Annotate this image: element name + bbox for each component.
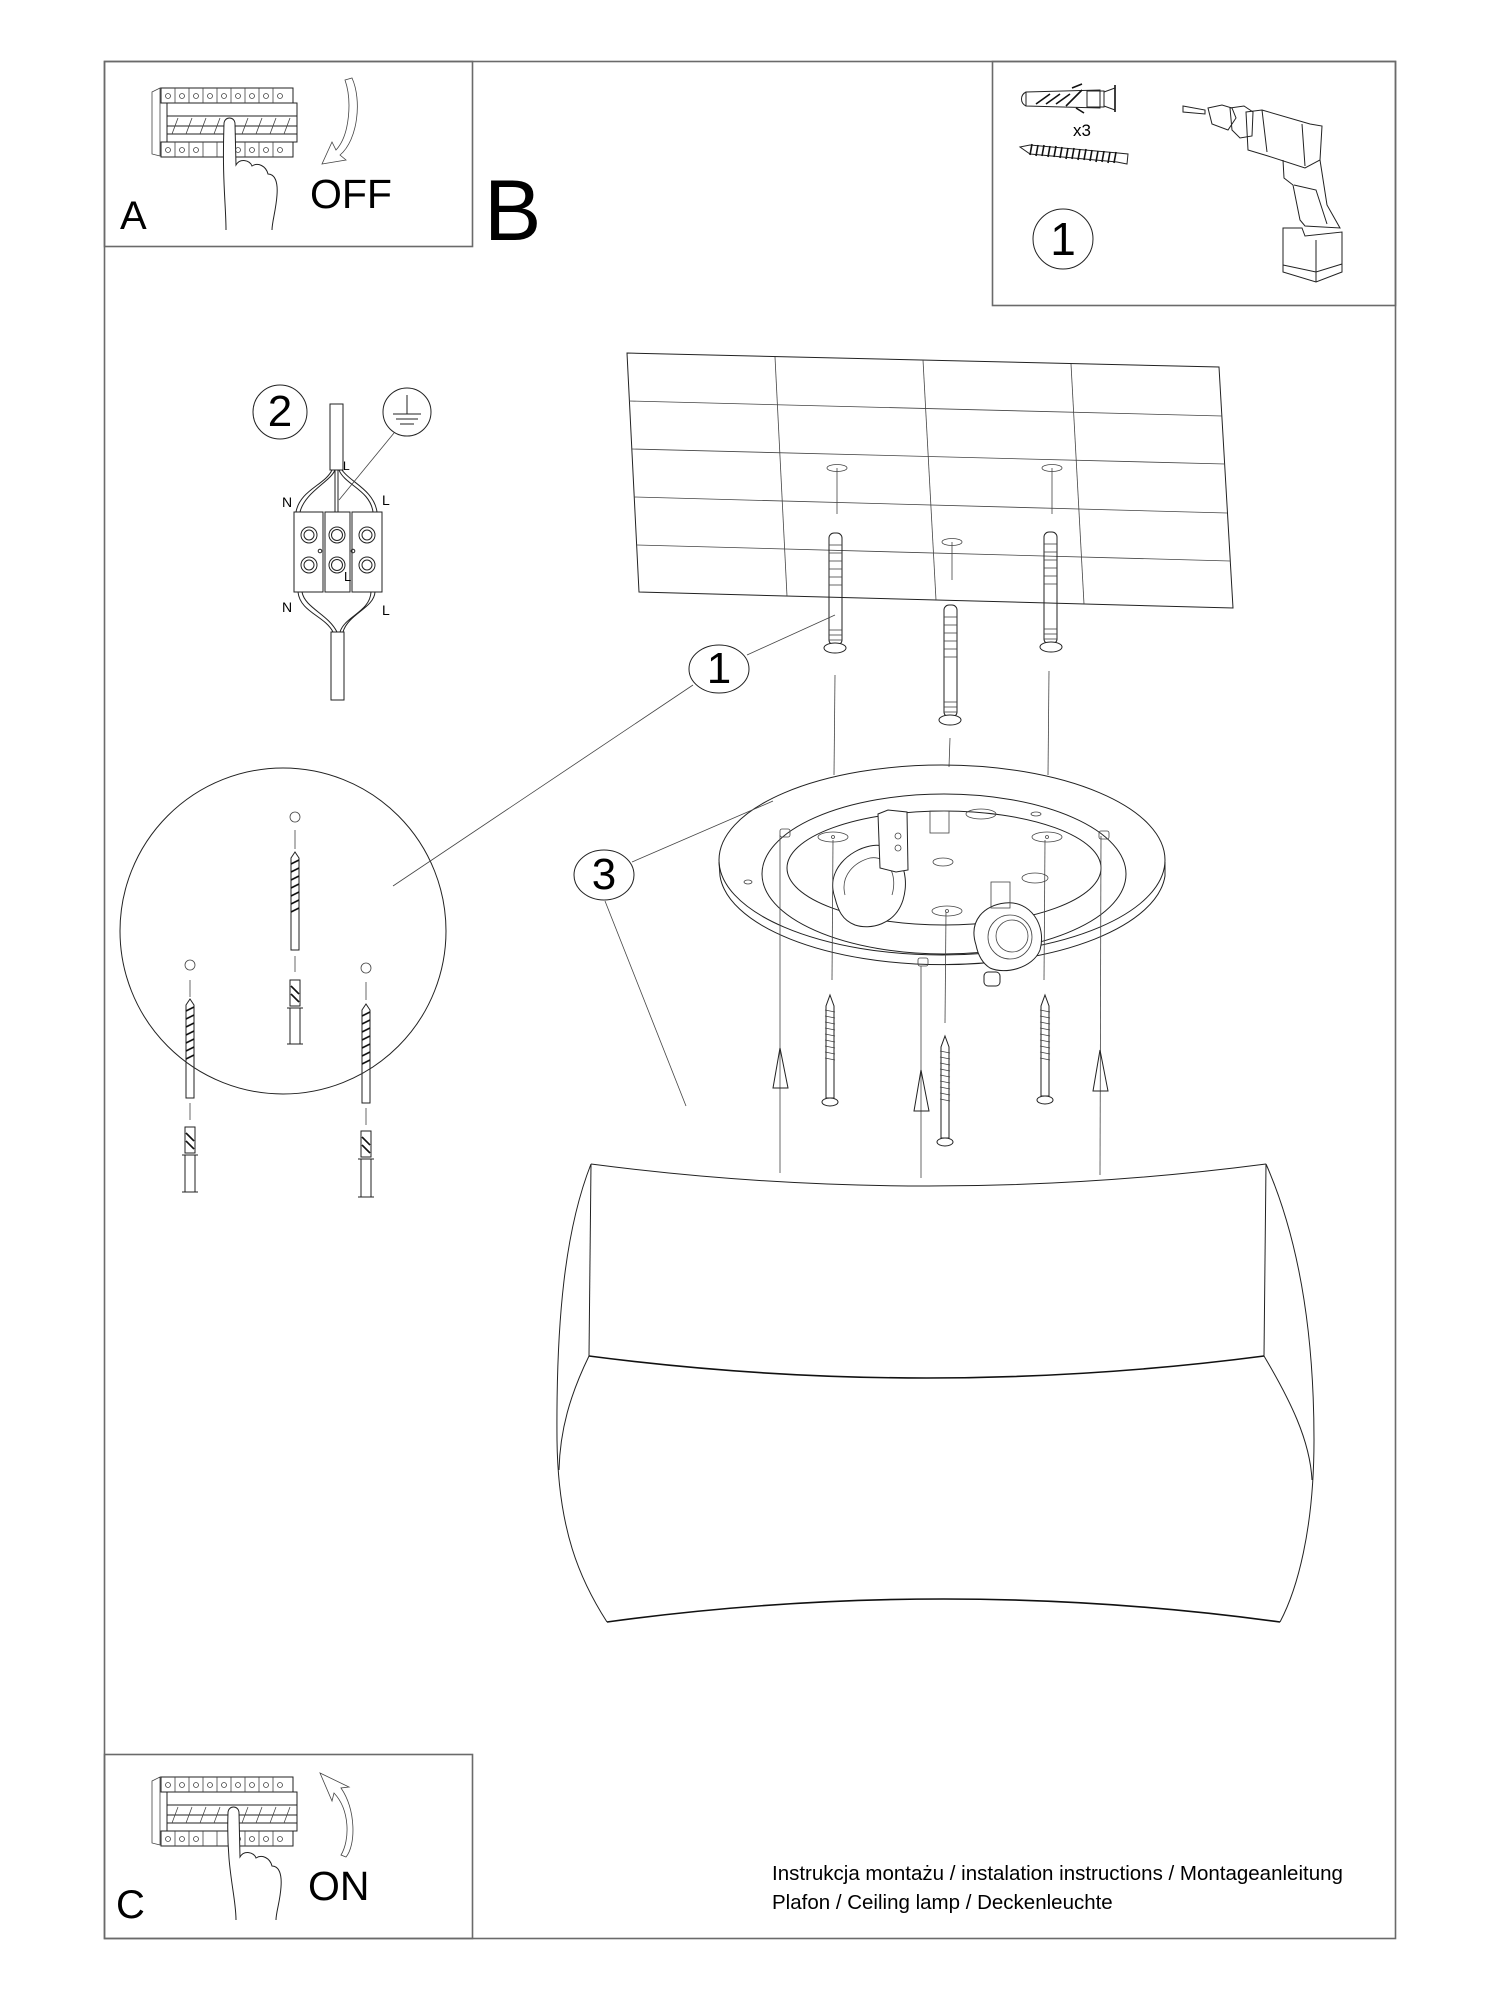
panel-c-letter: C [116, 1883, 145, 1927]
wire-label-neutral-top: N [282, 494, 293, 510]
tools-quantity: x3 [1073, 121, 1091, 140]
wall-plug-icon [823, 531, 1063, 776]
page-frame [103, 60, 1397, 1940]
panel-c-action-on: ON [308, 1863, 370, 1909]
power-drill-icon [1182, 104, 1343, 283]
footer-title-instructions: Instrukcja montażu / instalation instruc… [772, 1862, 1343, 1885]
wire-label-live-cable: L [343, 459, 350, 473]
breaker-switch-on-icon [151, 1772, 354, 1921]
breaker-switch-off-icon [151, 77, 358, 231]
footer-subtitle-product: Plafon / Ceiling lamp / Deckenleuchte [772, 1891, 1113, 1914]
panel-a-letter: A [120, 194, 147, 238]
wall-plug-icon [1021, 83, 1116, 114]
wire-label-live-bottom: L [382, 602, 390, 618]
detail-circle-drilling [119, 767, 447, 1198]
terminal-block-wiring-diagram [252, 384, 432, 701]
panel-a-action-off: OFF [310, 171, 392, 217]
lamp-shade [556, 1163, 1315, 1623]
ceiling-grid [626, 352, 1234, 609]
step-number-1-tools: 1 [1050, 213, 1076, 265]
panel-b-letter: B [484, 163, 542, 259]
callout-number-3: 3 [591, 850, 617, 899]
leader-lines [392, 614, 836, 1107]
wire-label-live-terminal: L [344, 569, 352, 584]
mounting-plate [718, 764, 1166, 987]
callout-circles [573, 208, 1094, 901]
screws-and-guide-arrows [772, 835, 1109, 1178]
step-number-2-wiring: 2 [267, 387, 293, 436]
screw-icon [1018, 143, 1129, 165]
callout-number-1: 1 [706, 644, 732, 693]
wire-label-live-top: L [382, 492, 390, 508]
wire-label-neutral-bottom: N [282, 599, 293, 615]
